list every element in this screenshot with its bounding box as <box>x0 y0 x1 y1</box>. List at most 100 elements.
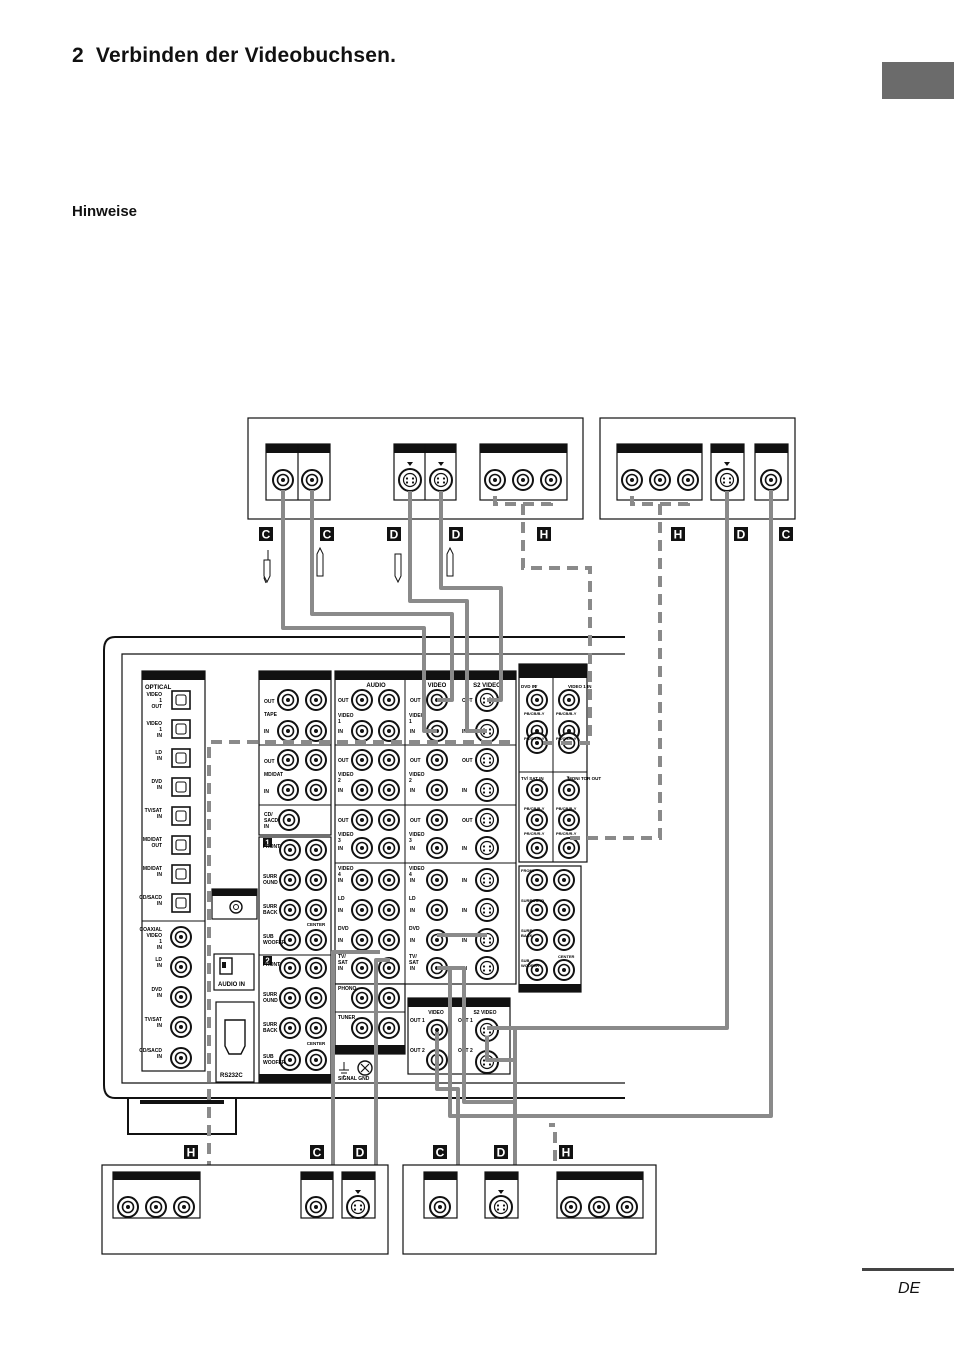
s2video-jack <box>475 898 499 922</box>
s2video-jack <box>475 956 499 980</box>
tape-label: OUT <box>264 759 275 765</box>
callout-d-4: D <box>353 1145 367 1160</box>
svg-text:D: D <box>737 528 746 542</box>
callout-c-3: C <box>779 527 793 542</box>
io-label: OUT <box>462 818 473 824</box>
component-label: PR/CR/R-Y <box>524 831 545 836</box>
optical-jack <box>171 777 191 797</box>
cable-c-1 <box>281 490 437 733</box>
device-bottom-left <box>101 1164 389 1255</box>
io-label: IN <box>410 788 415 794</box>
audio-jack <box>351 779 373 801</box>
multich-jack <box>305 929 327 951</box>
io-label: IN <box>410 938 415 944</box>
svg-text:DVD IN: DVD IN <box>521 684 536 689</box>
tape-jack <box>277 779 299 801</box>
svg-text:2: 2 <box>265 957 270 966</box>
preout-jack <box>526 869 548 891</box>
svg-text:H: H <box>540 528 549 542</box>
component-label: PB/CB/B-Y <box>556 806 577 811</box>
io-label: OUT <box>462 758 473 764</box>
preout-label: FRONT <box>521 868 535 873</box>
multich-jack <box>279 839 301 861</box>
coaxial-jack <box>170 986 192 1008</box>
control-panel: AUDIO IN RS232C <box>211 888 258 1083</box>
multich-jack <box>279 869 301 891</box>
tape-label: IN <box>264 789 269 795</box>
tape-jack <box>305 779 327 801</box>
multich-label: FRONT <box>263 962 280 968</box>
svg-text:VIDEO 1 IN: VIDEO 1 IN <box>568 684 592 689</box>
svg-text:OPTICAL: OPTICAL <box>145 685 172 691</box>
component-jack <box>526 809 548 831</box>
audio-jack <box>351 957 373 979</box>
video-jack <box>426 779 448 801</box>
s2video-jack <box>475 778 499 802</box>
svg-text:D: D <box>452 528 461 542</box>
component-jack <box>526 689 548 711</box>
audio-jack <box>378 779 400 801</box>
footer-rule <box>862 1268 954 1271</box>
phono-jack <box>351 987 373 1009</box>
callout-d-2: D <box>449 527 463 542</box>
io-label: IN <box>410 908 415 914</box>
callout-c-2: C <box>320 527 334 542</box>
callout-c-4: C <box>310 1145 324 1160</box>
optical-jack <box>171 806 191 826</box>
audio-jack <box>351 837 373 859</box>
io-label: IN <box>462 788 467 794</box>
io-label: IN <box>338 788 343 794</box>
component-label: PR/CR/R-Y <box>556 831 577 836</box>
audio-jack <box>351 929 373 951</box>
multich-jack <box>305 899 327 921</box>
section-tab <box>882 62 954 99</box>
notes-heading: Hinweise <box>72 203 138 220</box>
preout-jack <box>553 869 575 891</box>
multich-label: CENTER <box>307 922 326 927</box>
s2video-jack <box>475 748 499 772</box>
svg-text:S2 VIDEO: S2 VIDEO <box>473 1010 496 1016</box>
callout-h-3: H <box>184 1145 198 1160</box>
audio-jack <box>378 929 400 951</box>
callout-d-5: D <box>494 1145 508 1160</box>
svg-text:OUT 2: OUT 2 <box>410 1048 425 1054</box>
s2video-jack <box>475 836 499 860</box>
svg-text:S2 VIDEO: S2 VIDEO <box>473 683 501 689</box>
video-jack <box>426 809 448 831</box>
s2video-jack <box>475 928 499 952</box>
svg-text:AUDIO IN: AUDIO IN <box>218 982 245 988</box>
svg-text:PHONO: PHONO <box>338 986 356 992</box>
io-label: IN <box>462 938 467 944</box>
callout-h-2: H <box>671 527 685 542</box>
device-bottom-right <box>402 1164 657 1255</box>
multich-jack <box>279 1017 301 1039</box>
multich-jack <box>305 839 327 861</box>
tape-label: OUT <box>264 699 275 705</box>
row-label: DVD <box>338 926 349 932</box>
optical-jack <box>171 864 191 884</box>
component-jack <box>558 809 580 831</box>
audio-jack <box>351 869 373 891</box>
svg-text:RS232C: RS232C <box>220 1073 243 1079</box>
optical-jack <box>171 748 191 768</box>
cable-d-3 <box>487 491 729 1030</box>
component-label: Y <box>566 775 569 780</box>
svg-text:TV/ SAT IN: TV/ SAT IN <box>521 776 544 781</box>
tape-jack <box>277 689 299 711</box>
component-jack <box>558 779 580 801</box>
row-label: TV/SAT <box>338 954 348 966</box>
io-label: IN <box>410 729 415 735</box>
svg-text:D: D <box>497 1146 506 1160</box>
svg-text:VIDEO: VIDEO <box>428 1010 444 1016</box>
audio-jack <box>351 720 373 742</box>
